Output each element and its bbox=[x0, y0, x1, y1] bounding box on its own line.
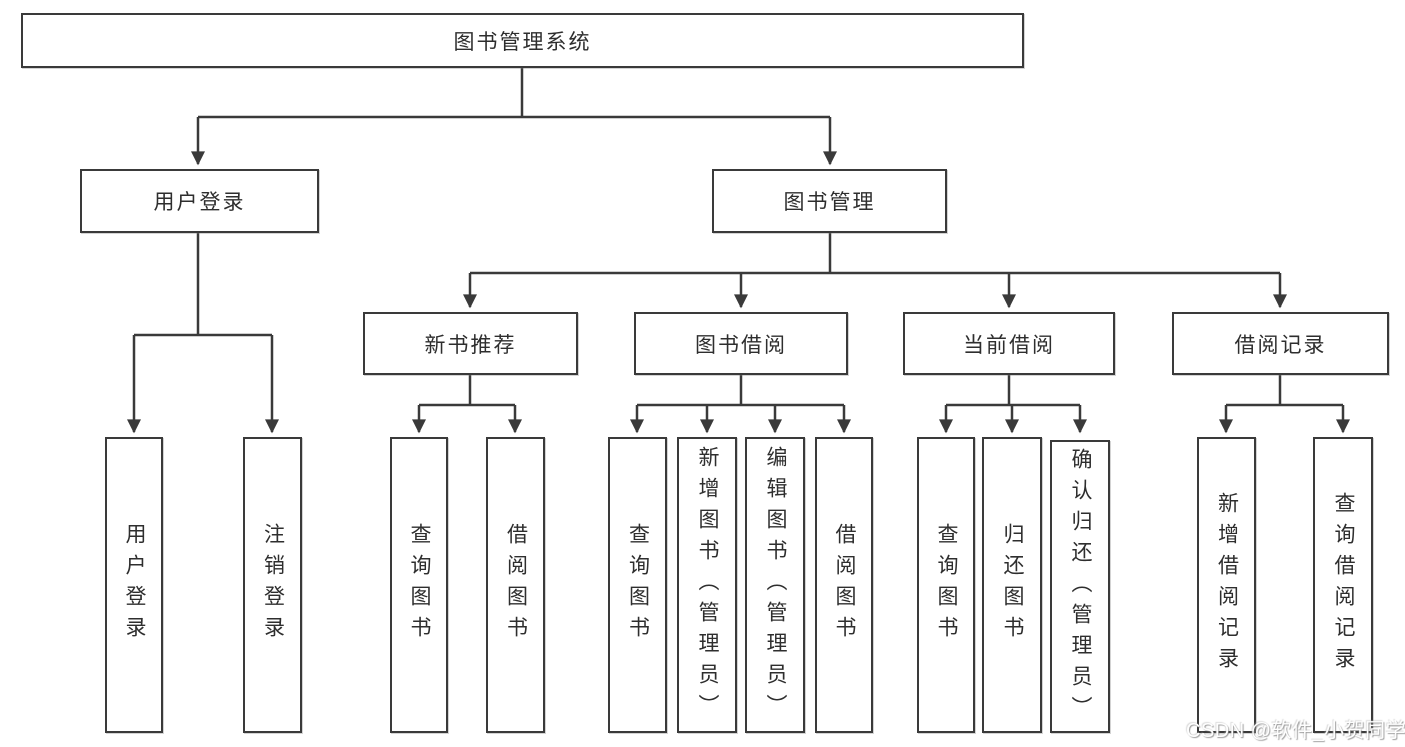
connector-login-to-leaves bbox=[127, 233, 279, 434]
node-user-login: 用户登录 bbox=[80, 169, 319, 233]
connector-bookmgmt-to-level3 bbox=[463, 233, 1287, 309]
leaf-return-books: 归还图书 bbox=[982, 437, 1042, 733]
node-book-management: 图书管理 bbox=[712, 169, 947, 233]
node-root-library-system: 图书管理系统 bbox=[21, 13, 1024, 68]
node-current-borrowing: 当前借阅 bbox=[903, 312, 1115, 375]
node-book-borrowing: 图书借阅 bbox=[634, 312, 848, 375]
connector-borrow-to-leaves bbox=[630, 375, 851, 434]
connector-root-to-level2 bbox=[191, 68, 837, 166]
connector-current-to-leaves bbox=[939, 375, 1087, 434]
node-borrowing-records: 借阅记录 bbox=[1172, 312, 1389, 375]
leaf-query-borrow-record: 查询借阅记录 bbox=[1313, 437, 1373, 733]
leaf-query-books-1: 查询图书 bbox=[390, 437, 448, 733]
leaf-add-book-admin: 新增图书（管理员） bbox=[677, 437, 737, 733]
leaf-edit-book-admin: 编辑图书（管理员） bbox=[745, 437, 805, 733]
leaf-borrow-books-2: 借阅图书 bbox=[815, 437, 873, 733]
leaf-query-books-3: 查询图书 bbox=[917, 437, 975, 733]
connector-records-to-leaves bbox=[1219, 375, 1350, 434]
csdn-watermark: CSDN @软件_小贺同学 bbox=[1186, 720, 1405, 742]
connector-newbook-to-leaves bbox=[412, 375, 522, 434]
leaf-confirm-return-admin: 确认归还（管理员） bbox=[1050, 440, 1110, 733]
leaf-borrow-books-1: 借阅图书 bbox=[486, 437, 545, 733]
node-new-book-recommend: 新书推荐 bbox=[363, 312, 578, 375]
leaf-logout: 注销登录 bbox=[243, 437, 302, 733]
leaf-query-books-2: 查询图书 bbox=[608, 437, 667, 733]
leaf-add-borrow-record: 新增借阅记录 bbox=[1197, 437, 1256, 733]
leaf-user-login: 用户登录 bbox=[105, 437, 163, 733]
